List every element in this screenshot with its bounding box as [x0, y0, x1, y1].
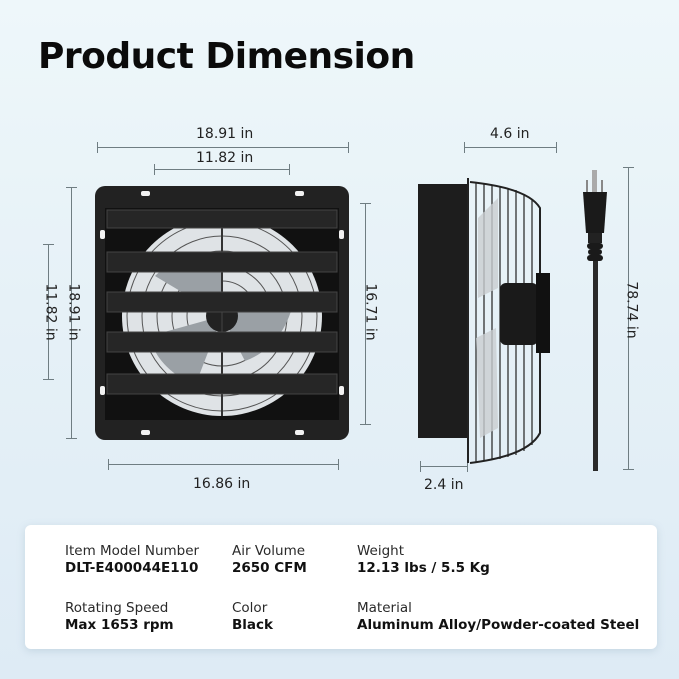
- dim-line-width-inner: [154, 164, 290, 175]
- spec-value: DLT-E400044E110: [65, 560, 199, 576]
- spec-label: Material: [357, 600, 412, 616]
- spec-rotating-speed: Rotating Speed Max 1653 rpm: [65, 600, 174, 634]
- dim-line-depth-frame: [420, 461, 468, 472]
- dim-label-height-right: 16.71 in: [362, 283, 379, 341]
- spec-label: Weight: [357, 543, 405, 559]
- spec-value: 2650 CFM: [232, 560, 307, 576]
- spec-card: Item Model Number DLT-E400044E110 Air Vo…: [25, 525, 657, 649]
- dim-label-width-bottom: 16.86 in: [193, 476, 251, 492]
- spec-model-number: Item Model Number DLT-E400044E110: [65, 543, 199, 577]
- dim-label-cord-length: 78.74 in: [623, 281, 640, 339]
- dim-line-width-bottom: [108, 459, 339, 470]
- dim-label-width-outer: 18.91 in: [196, 126, 254, 142]
- dim-line-height-inner: [43, 244, 54, 380]
- spec-label: Color: [232, 600, 268, 616]
- fan-side-view-image: [418, 178, 550, 464]
- dim-label-width-inner: 11.82 in: [196, 150, 254, 166]
- spec-material: Material Aluminum Alloy/Powder-coated St…: [357, 600, 639, 634]
- spec-label: Item Model Number: [65, 543, 200, 559]
- fan-front-view-image: [95, 186, 349, 440]
- dim-line-height-outer: [66, 187, 77, 439]
- spec-label: Rotating Speed: [65, 600, 169, 616]
- spec-value: Max 1653 rpm: [65, 617, 174, 633]
- spec-color: Color Black: [232, 600, 273, 634]
- spec-value: Black: [232, 617, 274, 633]
- spec-label: Air Volume: [232, 543, 306, 559]
- dim-label-depth-frame: 2.4 in: [424, 477, 464, 493]
- dim-label-height-inner: 11.82 in: [42, 283, 59, 341]
- dim-label-depth-total: 4.6 in: [490, 126, 530, 142]
- spec-value: 12.13 lbs / 5.5 Kg: [357, 560, 490, 576]
- spec-value: Aluminum Alloy/Powder-coated Steel: [357, 617, 640, 633]
- dim-line-depth-total: [464, 142, 557, 153]
- spec-weight: Weight 12.13 lbs / 5.5 Kg: [357, 543, 490, 577]
- dim-line-height-right: [360, 203, 371, 425]
- power-cord-plug-image: [583, 170, 607, 471]
- dim-line-cord-length: [623, 167, 634, 470]
- spec-air-volume: Air Volume 2650 CFM: [232, 543, 307, 577]
- dim-label-height-outer: 18.91 in: [65, 283, 82, 341]
- dim-line-width-outer: [97, 142, 349, 153]
- page-title: Product Dimension: [38, 36, 415, 77]
